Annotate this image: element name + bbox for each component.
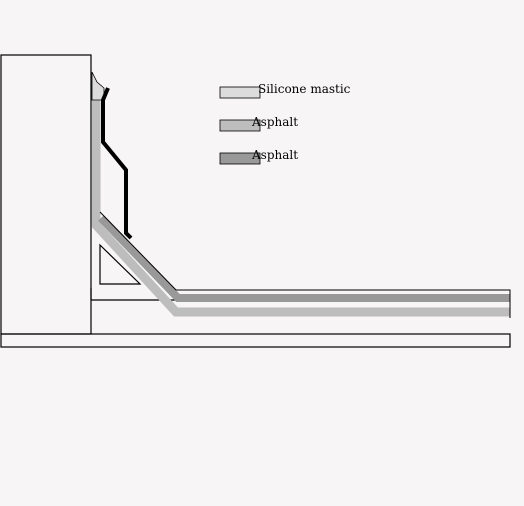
legend: Silicone mastic Asphalt Asphalt [219, 82, 351, 165]
legend-label: Silicone mastic [258, 82, 351, 96]
metal-flashing [101, 87, 133, 240]
legend-swatch [219, 152, 261, 165]
base-slab [0, 333, 511, 348]
asphalt-layer-light [91, 100, 510, 317]
legend-label: Asphalt [251, 148, 298, 162]
legend-item-asphalt-dark: Asphalt [219, 148, 298, 165]
wall-block [0, 54, 92, 335]
legend-swatch [219, 86, 261, 99]
legend-item-asphalt-light: Asphalt [219, 115, 298, 132]
legend-label: Asphalt [251, 115, 298, 129]
membrane-top-edge [99, 211, 511, 318]
silicone-mastic-bead [91, 71, 105, 101]
asphalt-layer-dark [98, 215, 510, 302]
legend-swatch [219, 119, 261, 132]
legend-item-silicone-mastic: Silicone mastic [219, 82, 351, 99]
cant-strip [99, 243, 142, 285]
